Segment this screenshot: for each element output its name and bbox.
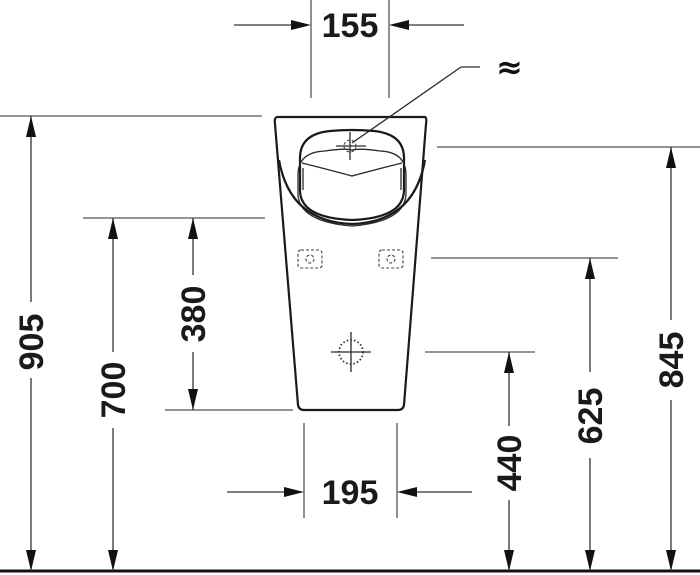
water-inlet-marker xyxy=(336,132,366,160)
dimension-rim-height: 845 xyxy=(437,146,700,571)
dimension-overall-height: 905 xyxy=(0,115,262,571)
dimension-outlet-height: 440 xyxy=(425,351,535,571)
dim-label-fixing-height: 625 xyxy=(572,388,610,445)
dim-label-outlet-height: 440 xyxy=(491,435,529,492)
dimension-fixing-height: 625 xyxy=(431,257,618,571)
outlet-marker xyxy=(331,332,371,372)
water-inlet-leader xyxy=(351,66,480,144)
dim-label-rim-height: 845 xyxy=(653,332,691,389)
dim-label-overall-height: 905 xyxy=(13,314,51,371)
dim-label-bowl-top-height: 700 xyxy=(95,362,133,419)
fixing-point-right xyxy=(378,249,404,269)
dim-label-bowl-depth: 380 xyxy=(175,286,213,343)
dimension-bowl-top-height: 700 xyxy=(83,217,265,571)
dimension-top-width: 155 xyxy=(234,0,464,98)
water-inlet-icon: ≈ xyxy=(496,48,523,86)
dim-label-top-width: 155 xyxy=(322,7,379,45)
fixing-point-left xyxy=(297,249,323,269)
dimension-bowl-depth: 380 xyxy=(165,218,293,411)
dimension-bottom-width: 195 xyxy=(227,423,472,518)
dim-label-bottom-width: 195 xyxy=(322,474,379,512)
urinal-body xyxy=(273,115,428,412)
